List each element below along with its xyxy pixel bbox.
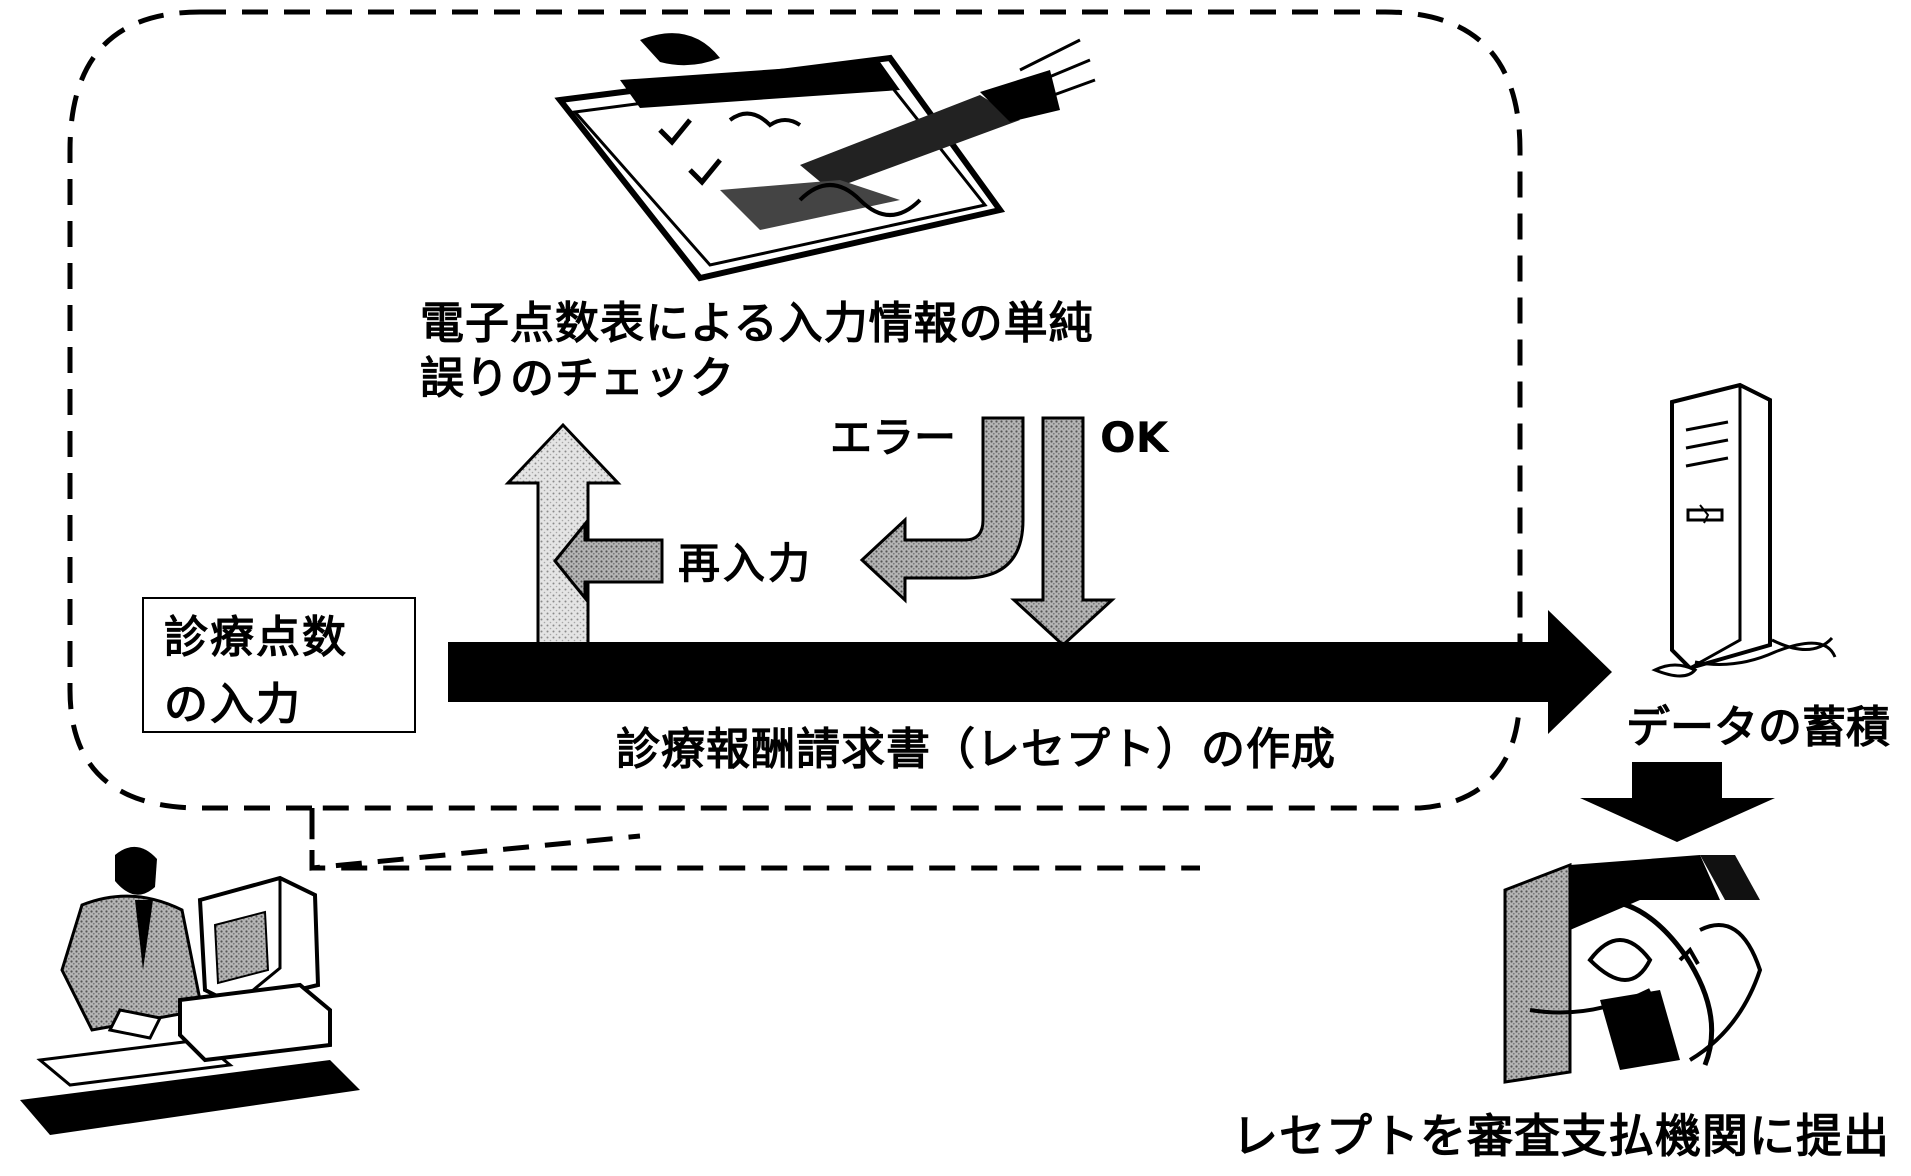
error-curved-arrow <box>859 416 1025 604</box>
input-box-line1: 診療点数 <box>164 612 348 663</box>
main-process-label: 診療報酬請求書（レセプト）の作成 <box>616 724 1336 775</box>
reinput-label: 再入力 <box>678 539 814 588</box>
check-label-line2: 誤りのチェック <box>420 353 735 404</box>
ok-down-arrow <box>1010 416 1116 648</box>
check-label: 電子点数表による入力情報の単純 誤りのチェック <box>420 296 1094 406</box>
person-at-computer-icon <box>20 846 360 1135</box>
error-label: エラー <box>830 413 957 462</box>
dashed-boundary <box>67 9 1523 871</box>
submit-down-arrow <box>1580 762 1775 842</box>
document-check-icon <box>554 33 1096 282</box>
input-box-line2: の入力 <box>164 679 302 731</box>
submit-label: レセプトを審査支払機関に提出 <box>1232 1109 1890 1163</box>
bubble-tail <box>309 808 641 871</box>
computer-tower-icon <box>1651 382 1837 678</box>
reinput-arrow <box>553 519 664 603</box>
submission-abstract-icon <box>1503 855 1763 1084</box>
storage-label: データの蓄積 <box>1626 702 1890 753</box>
ok-label: OK <box>1100 413 1169 462</box>
input-box: 診療点数 の入力 <box>142 597 416 733</box>
main-process-arrow <box>448 610 1612 734</box>
check-up-arrow <box>504 422 622 647</box>
check-label-line1: 電子点数表による入力情報の単純 <box>420 298 1094 349</box>
